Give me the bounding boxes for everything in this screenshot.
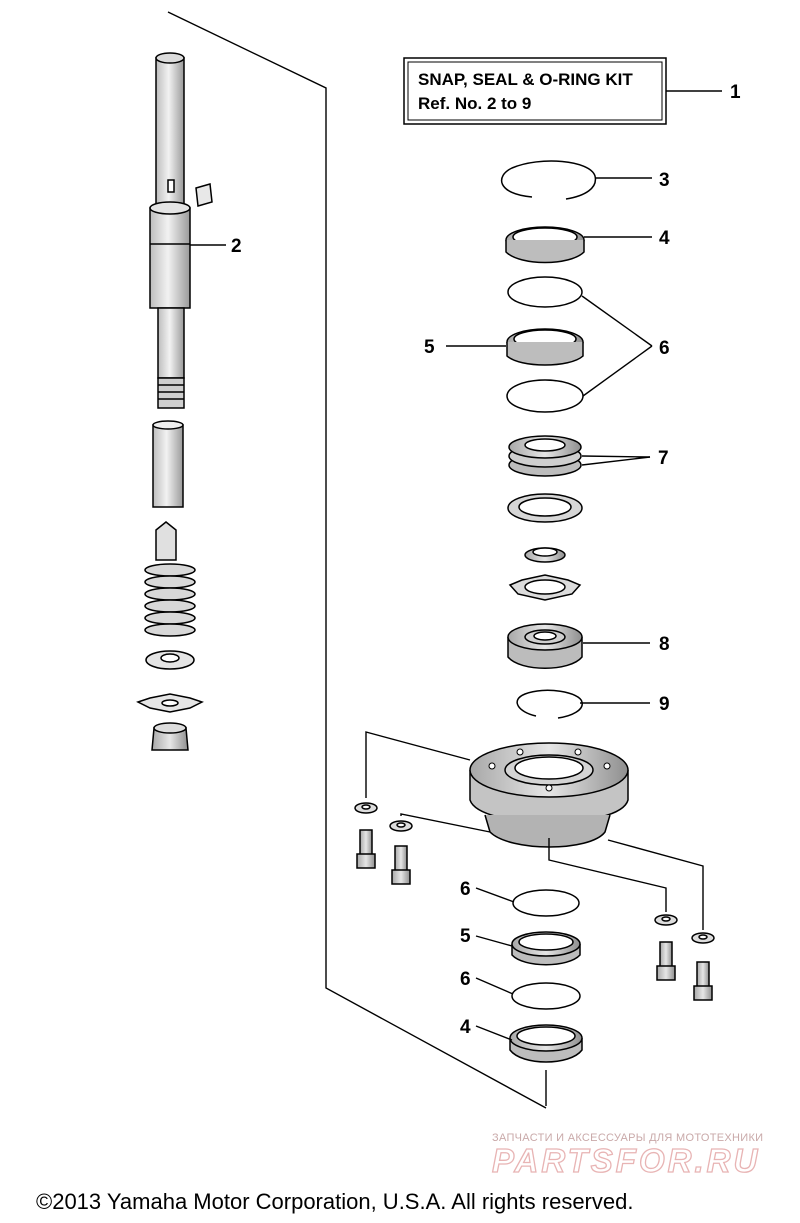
oil-seals-7 xyxy=(508,435,582,477)
callout-6-lower-b: 6 xyxy=(460,969,471,990)
oil-seal-4b xyxy=(509,1024,583,1063)
watermark-tagline: ЗАПЧАСТИ И АКСЕССУАРЫ ДЛЯ МОТОТЕХНИКИ xyxy=(492,1132,763,1144)
bolt-washer-left-2 xyxy=(389,820,413,885)
callout-8: 8 xyxy=(659,634,670,655)
callout-7: 7 xyxy=(658,448,669,469)
assembly-guide-lines xyxy=(365,731,704,1106)
hex-nut xyxy=(151,722,189,751)
callout-2: 2 xyxy=(231,236,242,257)
compression-spring xyxy=(144,563,196,637)
callout-9: 9 xyxy=(659,694,670,715)
o-ring-6d xyxy=(511,982,581,1010)
shaft-spacer-clip xyxy=(155,521,177,561)
leader-lines xyxy=(190,90,722,1041)
bolt-washer-left-1 xyxy=(354,802,378,869)
bolt-washer-right-1 xyxy=(654,914,678,981)
drive-shaft xyxy=(149,52,191,409)
oil-seal-4a xyxy=(505,226,585,264)
callout-4-lower: 4 xyxy=(460,1017,471,1038)
callout-5-lower: 5 xyxy=(460,926,471,947)
o-ring-6c xyxy=(512,889,580,917)
snap-ring-9 xyxy=(516,689,583,719)
ball-bearing-8 xyxy=(507,623,583,669)
o-ring-6a xyxy=(507,276,583,308)
callout-6-lower-a: 6 xyxy=(460,879,471,900)
flat-washer xyxy=(507,493,583,523)
bearing-housing xyxy=(469,742,629,848)
bearing-collar xyxy=(524,547,566,563)
callout-6-upper: 6 xyxy=(659,338,670,359)
kit-title: SNAP, SEAL & O-RING KIT xyxy=(418,70,633,89)
oil-seal-5a xyxy=(506,328,584,366)
copyright-notice: ©2013 Yamaha Motor Corporation, U.S.A. A… xyxy=(36,1189,633,1214)
shaft-key-clip xyxy=(195,183,213,207)
lock-washer-tabbed xyxy=(508,574,582,601)
callout-4-upper: 4 xyxy=(659,228,670,249)
assembly-outline xyxy=(167,11,547,1109)
callout-3: 3 xyxy=(659,170,670,191)
shaft-sleeve xyxy=(152,420,184,508)
callout-5-upper: 5 xyxy=(424,337,435,358)
cone-washer xyxy=(145,650,195,670)
bolt-washer-right-2 xyxy=(691,932,715,1001)
kit-label-box: SNAP, SEAL & O-RING KIT Ref. No. 2 to 9 xyxy=(403,57,667,125)
o-ring-6b xyxy=(506,379,584,413)
callout-1: 1 xyxy=(730,82,741,103)
tab-lock-washer xyxy=(136,693,204,713)
oil-seal-5b xyxy=(511,931,581,966)
snap-ring-3 xyxy=(501,160,597,200)
kit-ref-range: Ref. No. 2 to 9 xyxy=(418,94,531,113)
watermark-logo: PARTSFOR.RU xyxy=(492,1142,760,1179)
